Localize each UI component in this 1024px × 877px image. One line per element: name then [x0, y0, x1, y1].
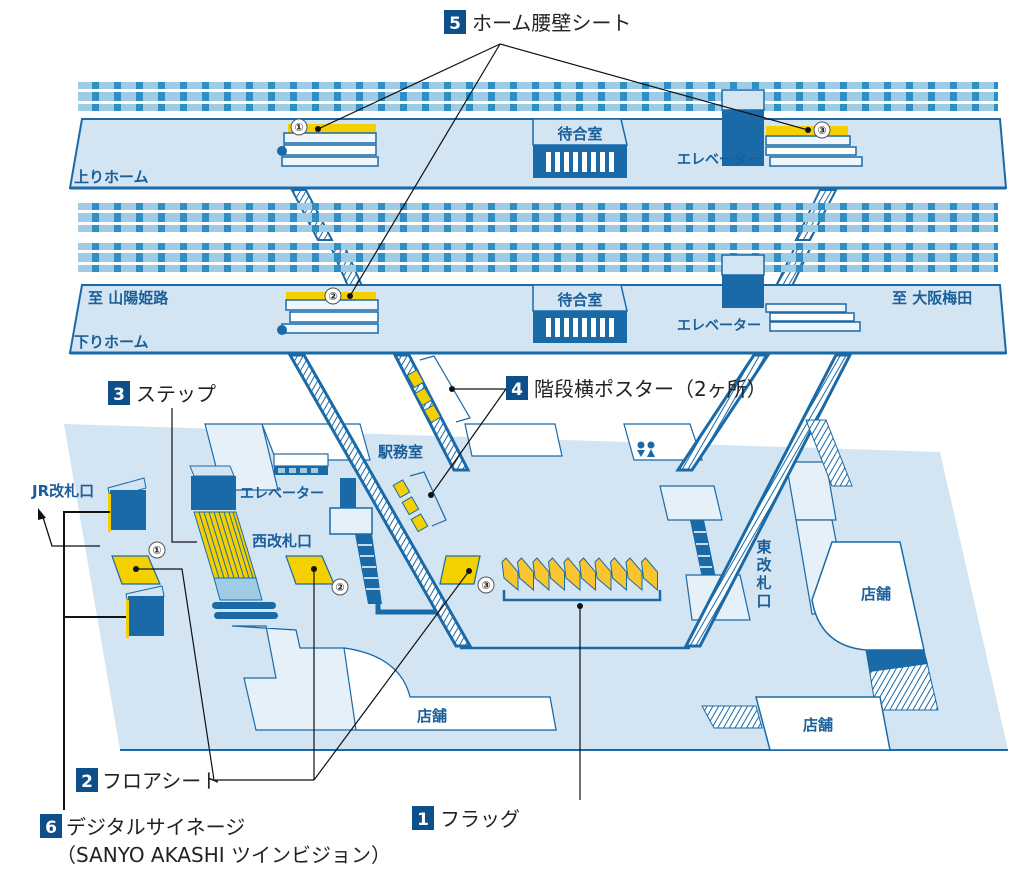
lower-stair-west: ② [277, 287, 379, 335]
floor-sheet-3: ③ [439, 555, 495, 594]
west-stairs [329, 478, 442, 615]
east-gate-label: 東 改 札 口 [755, 538, 772, 610]
svg-text:③: ③ [481, 579, 490, 592]
callout-2: 2 フロアシート [76, 768, 221, 793]
lower-platform-label: 下りホーム [74, 333, 149, 351]
upper-platform: 上りホーム ① 待合室 [68, 89, 1008, 190]
digital-signage-unit-1 [107, 477, 147, 532]
flag [547, 557, 565, 592]
flag [578, 557, 596, 592]
svg-text:東: 東 [756, 538, 771, 556]
svg-text:②: ② [335, 581, 344, 594]
svg-text:①: ① [152, 544, 161, 557]
leader-lines [63, 43, 809, 810]
concourse-elevator-label: エレベーター [240, 486, 324, 502]
svg-text:5: 5 [449, 14, 461, 34]
concourse: エレベーター JR改札口 ① [31, 423, 1008, 751]
waiting-room-label: 待合室 [557, 125, 602, 143]
elevator-label: エレベーター [677, 152, 761, 168]
upper-waiting-room: 待合室 [532, 118, 628, 178]
jr-gate-arrow [38, 508, 100, 547]
shop-south [755, 696, 891, 751]
flag [516, 557, 534, 592]
upper-stair-west: ① [277, 118, 379, 167]
waiting-room-label-lower: 待合室 [557, 291, 602, 309]
concourse-elevator-housing [273, 453, 329, 475]
svg-text:①: ① [294, 121, 303, 134]
upper-stair-east: ③ [765, 121, 863, 167]
west-gate-label: 西改札口 [252, 532, 312, 550]
stair-posters-lower [392, 471, 447, 533]
shop-label-south: 店舗 [803, 716, 833, 734]
upper-elevator: エレベーター [677, 89, 765, 168]
wall-sheet-marker-2 [324, 287, 342, 305]
flag [625, 557, 643, 592]
callout-6-label: デジタルサイネージ [66, 815, 245, 839]
callout-5-label: ホーム腰壁シート [472, 11, 631, 35]
flag [563, 557, 581, 592]
upper-platform-label: 上りホーム [74, 168, 149, 186]
callout-2-label: フロアシート [102, 769, 221, 793]
flag [501, 557, 519, 592]
callout-3: 3 ステップ [108, 381, 216, 406]
svg-text:②: ② [328, 290, 337, 303]
tracks-middle [78, 203, 998, 272]
station-office-label: 駅務室 [377, 443, 423, 461]
wall-sheet-marker-1 [290, 118, 308, 136]
svg-text:3: 3 [113, 385, 125, 405]
direction-himeji-label: 至 山陽姫路 [88, 289, 169, 307]
step-stairs [189, 465, 278, 619]
svg-text:6: 6 [45, 818, 57, 838]
callout-4-label: 階段横ポスター（2ヶ所） [534, 377, 767, 401]
callout-3-label: ステップ [136, 382, 216, 406]
lower-waiting-room: 待合室 [532, 284, 628, 343]
stair-posters-upper [406, 355, 471, 424]
callout-1: 1 フラッグ [412, 806, 520, 831]
svg-text:口: 口 [756, 592, 771, 610]
lower-elevator: エレベーター [677, 254, 861, 334]
shop-west [343, 647, 557, 731]
svg-text:改: 改 [756, 556, 772, 574]
svg-text:4: 4 [511, 380, 523, 400]
direction-umeda-label: 至 大阪梅田 [892, 289, 972, 307]
tracks-upper [78, 82, 998, 111]
svg-text:2: 2 [81, 772, 93, 792]
lower-platform: 至 山陽姫路 下りホーム 至 大阪梅田 ② 待合室 [68, 254, 1008, 355]
callout-6: 6 デジタルサイネージ （SANYO AKASHI ツインビジョン） [40, 814, 391, 867]
callout-4: 4 階段横ポスター（2ヶ所） [506, 376, 767, 401]
flag [609, 557, 627, 592]
flag [532, 557, 550, 592]
callout-5: 5 ホーム腰壁シート [444, 10, 631, 35]
svg-text:札: 札 [755, 574, 771, 592]
flag [640, 557, 658, 592]
shop-label-east: 店舗 [861, 585, 891, 603]
svg-text:1: 1 [417, 810, 429, 830]
callout-6-sublabel: （SANYO AKASHI ツインビジョン） [56, 843, 391, 867]
jr-gate-label: JR改札口 [31, 482, 94, 500]
svg-text:③: ③ [817, 124, 826, 137]
callout-1-label: フラッグ [440, 807, 520, 831]
wall-sheet-marker-3 [813, 121, 831, 139]
flag-row [501, 557, 658, 592]
flag [594, 557, 612, 592]
shop-label-west: 店舗 [417, 707, 447, 725]
elevator-label-lower: エレベーター [677, 318, 761, 334]
digital-signage-unit-2 [125, 585, 165, 638]
restroom-icon [637, 441, 655, 457]
